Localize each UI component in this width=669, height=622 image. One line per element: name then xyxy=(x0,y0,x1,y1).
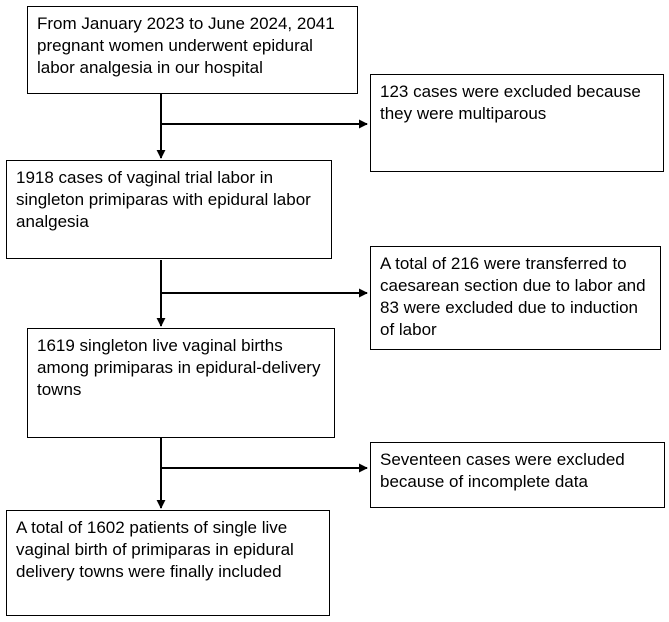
step-box-3: 1619 singleton live vaginal births among… xyxy=(27,328,335,438)
step-text-2: 1918 cases of vaginal trial labor in sin… xyxy=(16,168,311,231)
step-box-4: A total of 1602 patients of single live … xyxy=(6,510,330,616)
step-box-2: 1918 cases of vaginal trial labor in sin… xyxy=(6,160,332,259)
step-text-3: 1619 singleton live vaginal births among… xyxy=(37,336,321,399)
exclusion-box-3: Seventeen cases were excluded because of… xyxy=(370,442,665,508)
step-text-1: From January 2023 to June 2024, 2041 pre… xyxy=(37,14,335,77)
step-box-1: From January 2023 to June 2024, 2041 pre… xyxy=(27,6,358,94)
step-text-4: A total of 1602 patients of single live … xyxy=(16,518,294,581)
exclusion-text-1: 123 cases were excluded because they wer… xyxy=(380,82,641,123)
exclusion-box-2: A total of 216 were transferred to caesa… xyxy=(370,246,661,350)
exclusion-text-3: Seventeen cases were excluded because of… xyxy=(380,450,625,491)
exclusion-box-1: 123 cases were excluded because they wer… xyxy=(370,74,664,172)
exclusion-text-2: A total of 216 were transferred to caesa… xyxy=(380,254,646,339)
